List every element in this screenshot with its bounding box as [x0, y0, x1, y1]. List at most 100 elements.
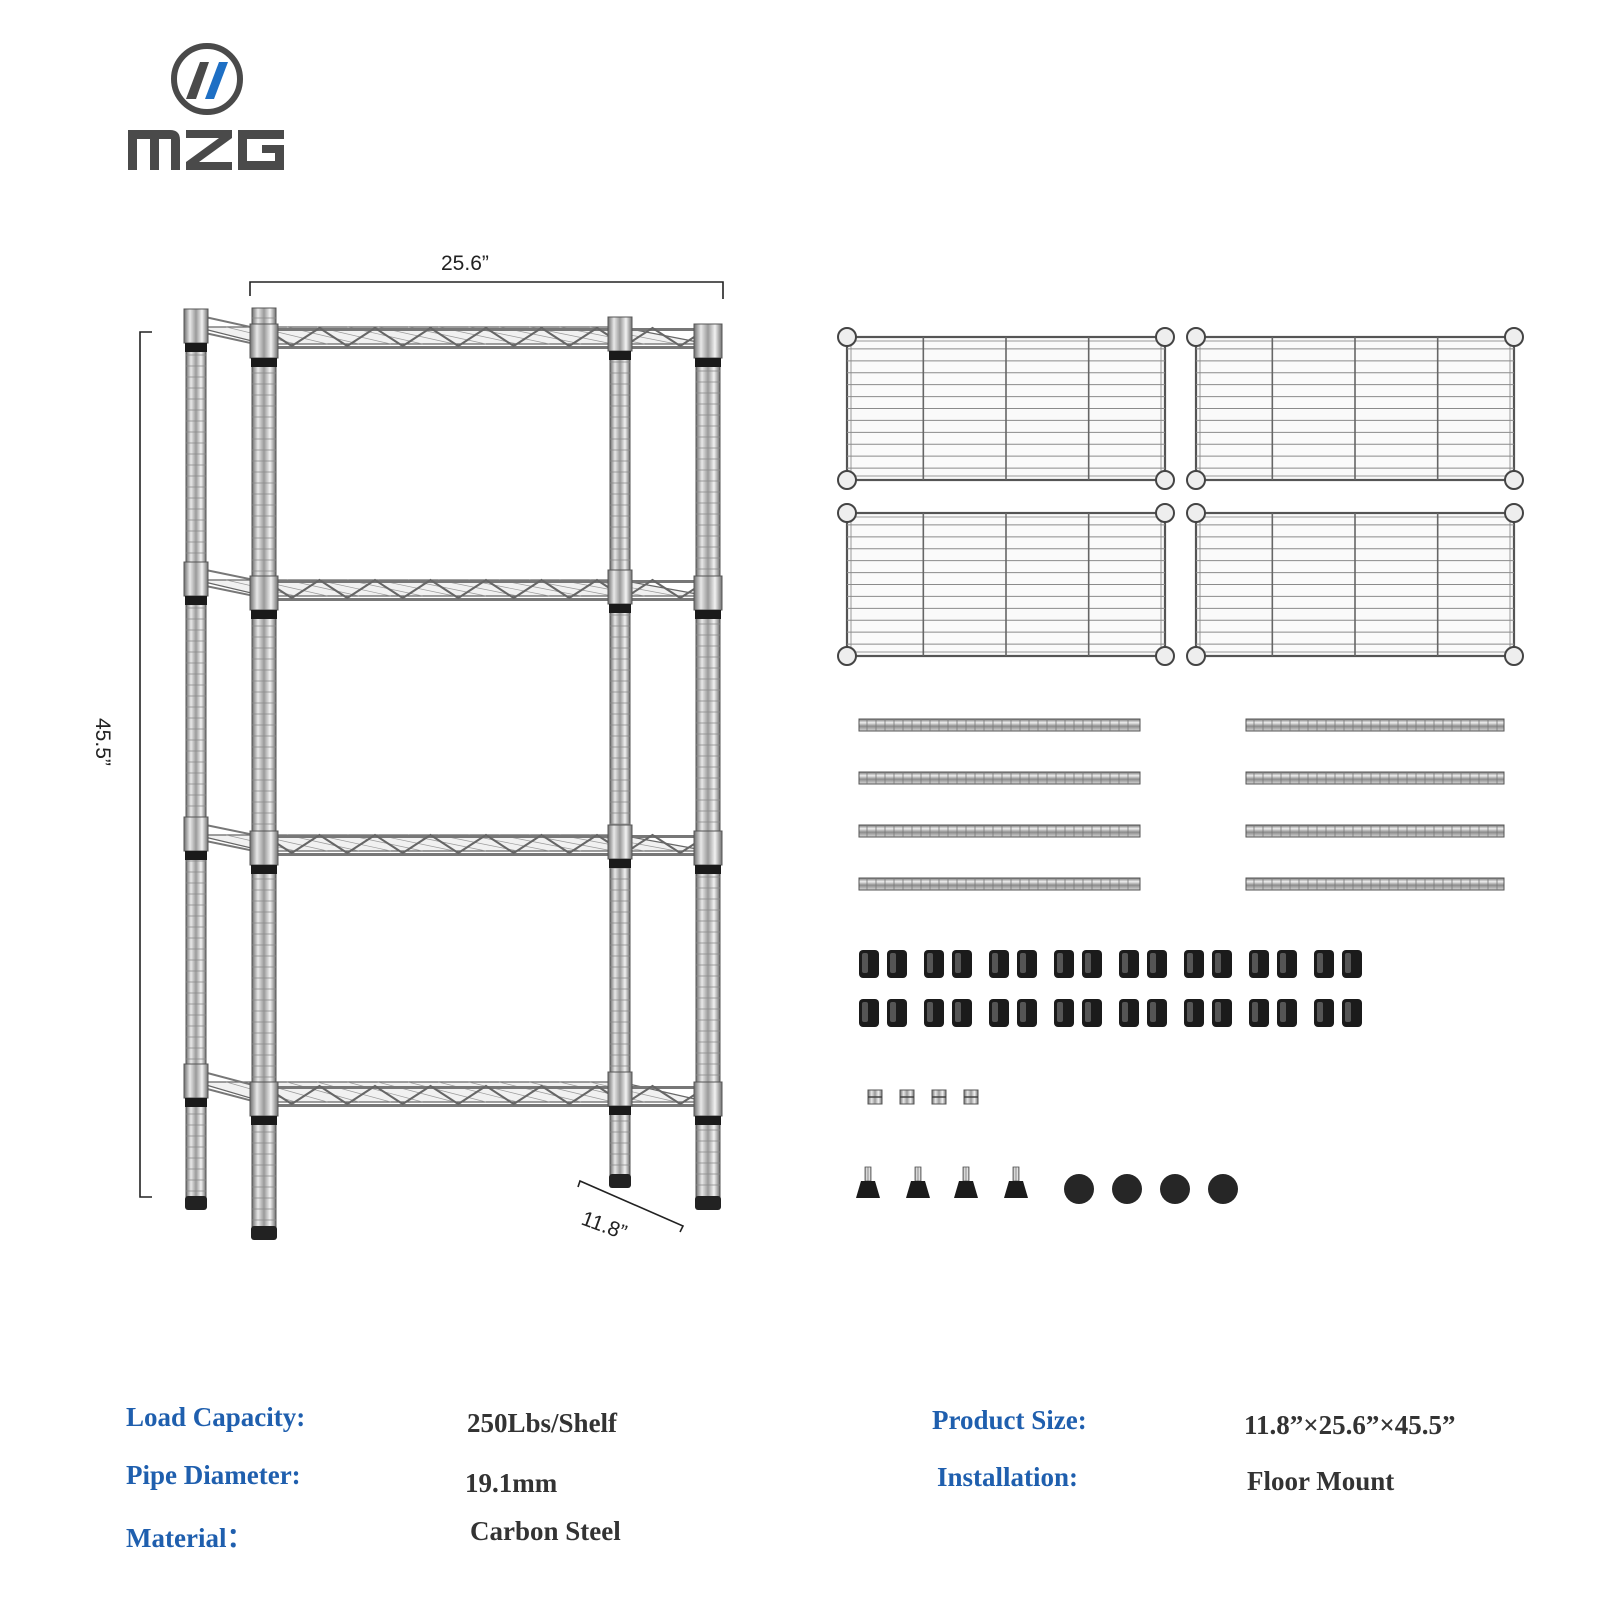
wire-shelf-part — [1186, 503, 1524, 666]
pole-part — [858, 824, 1141, 838]
dimension-width: 25.6” — [249, 252, 724, 299]
dim-depth-label: 11.8” — [578, 1207, 629, 1244]
corner-collar — [1155, 327, 1175, 347]
parts-foot-caps — [1064, 1174, 1238, 1204]
foot-cap-icon — [1064, 1174, 1094, 1204]
spec-value: 250Lbs/Shelf — [467, 1408, 618, 1438]
sleeve-clip-icon — [1342, 999, 1362, 1027]
front-sleeves — [249, 575, 723, 619]
corner-collar — [1186, 470, 1206, 490]
corner-collar — [1504, 470, 1524, 490]
front-sleeves — [249, 1081, 723, 1125]
parts-wire-shelves — [837, 327, 1524, 666]
sleeve-clip-icon — [1342, 950, 1362, 978]
brand-logo — [128, 43, 284, 170]
pole-part — [858, 771, 1141, 785]
pole-connector-icon — [899, 1089, 915, 1105]
spec-label: Product Size: — [932, 1405, 1087, 1435]
wire-shelf-part — [1186, 327, 1524, 490]
sleeve-clip-icon — [989, 950, 1009, 978]
sleeve-clip-icon — [1314, 999, 1334, 1027]
parts-leveling-feet — [856, 1166, 1028, 1198]
sleeve-clip-icon — [1054, 999, 1074, 1027]
sleeve-clip-icon — [952, 950, 972, 978]
wire-shelf-part — [837, 327, 1175, 490]
corner-collar — [1155, 646, 1175, 666]
dimension-height: 45.5” — [91, 331, 152, 1198]
spec-value: Floor Mount — [1247, 1466, 1395, 1496]
corner-collar — [837, 470, 857, 490]
corner-collar — [837, 503, 857, 523]
spec-label: Installation: — [937, 1462, 1079, 1492]
foot-cap-icon — [1208, 1174, 1238, 1204]
dimension-depth: 11.8” — [577, 1179, 685, 1245]
sleeve-clip-icon — [1277, 950, 1297, 978]
sleeve-clip-icon — [1212, 999, 1232, 1027]
leveling-foot-icon — [906, 1166, 930, 1198]
front-sleeves — [249, 323, 723, 367]
sleeve-clip-icon — [887, 950, 907, 978]
sleeve-clip-icon — [1082, 999, 1102, 1027]
foot-cap-icon — [1112, 1174, 1142, 1204]
pole-connector-icon — [931, 1089, 947, 1105]
sleeve-clip-icon — [1184, 950, 1204, 978]
dim-height-label: 45.5” — [91, 718, 114, 766]
sleeve-clip-icon — [1119, 950, 1139, 978]
pole-part — [1245, 718, 1505, 732]
foot-icon — [185, 1196, 207, 1210]
logo-ring — [171, 43, 243, 115]
foot-cap-icon — [1160, 1174, 1190, 1204]
sleeve-clip-icon — [1119, 999, 1139, 1027]
foot-icon — [609, 1174, 631, 1188]
corner-collar — [1186, 503, 1206, 523]
spec-value: 11.8”×25.6”×45.5” — [1244, 1410, 1456, 1440]
front-left-pole — [251, 307, 277, 1240]
spec-label: Material： — [126, 1523, 254, 1553]
assembled-shelf-unit — [183, 307, 723, 1240]
pole-part — [1245, 771, 1505, 785]
sleeve-clip-icon — [1147, 950, 1167, 978]
pole-connector-icon — [867, 1089, 883, 1105]
spec-label: Load Capacity: — [126, 1402, 306, 1432]
rack-shelf — [183, 308, 709, 360]
sleeve-clip-icon — [859, 950, 879, 978]
corner-collar — [1155, 470, 1175, 490]
rack-shelf — [183, 816, 709, 868]
back-right-pole — [609, 351, 631, 1188]
logo-stroke-gray — [186, 62, 209, 99]
corner-collar — [837, 646, 857, 666]
sleeve-clip-icon — [1249, 999, 1269, 1027]
sleeve-clip-icon — [952, 999, 972, 1027]
sleeve-clip-icon — [924, 950, 944, 978]
corner-collar — [1504, 327, 1524, 347]
sleeve-clip-icon — [1054, 950, 1074, 978]
front-right-pole — [695, 327, 721, 1210]
logo-wordmark — [128, 130, 284, 170]
dim-width-label: 25.6” — [441, 252, 489, 275]
sleeve-clip-icon — [887, 999, 907, 1027]
pole-part — [1245, 824, 1505, 838]
spec-value: 19.1mm — [465, 1468, 558, 1498]
sleeve-clip-icon — [1277, 999, 1297, 1027]
sleeve-clip-icon — [1017, 999, 1037, 1027]
corner-collar — [1504, 646, 1524, 666]
front-sleeves — [249, 830, 723, 874]
pole-part — [1245, 877, 1505, 891]
parts-pole-connectors — [867, 1089, 979, 1105]
sleeve-clip-icon — [1249, 950, 1269, 978]
spec-value: Carbon Steel — [470, 1516, 621, 1546]
rack-shelf — [183, 1063, 709, 1115]
foot-icon — [251, 1226, 277, 1240]
leveling-foot-icon — [856, 1166, 880, 1198]
sleeve-clip-icon — [1082, 950, 1102, 978]
pole-part — [858, 877, 1141, 891]
leveling-foot-icon — [954, 1166, 978, 1198]
foot-icon — [695, 1196, 721, 1210]
parts-poles — [858, 718, 1505, 891]
sleeve-clip-icon — [1017, 950, 1037, 978]
sleeve-clip-icon — [1212, 950, 1232, 978]
wire-shelf-part — [837, 503, 1175, 666]
pole-part — [858, 718, 1141, 732]
